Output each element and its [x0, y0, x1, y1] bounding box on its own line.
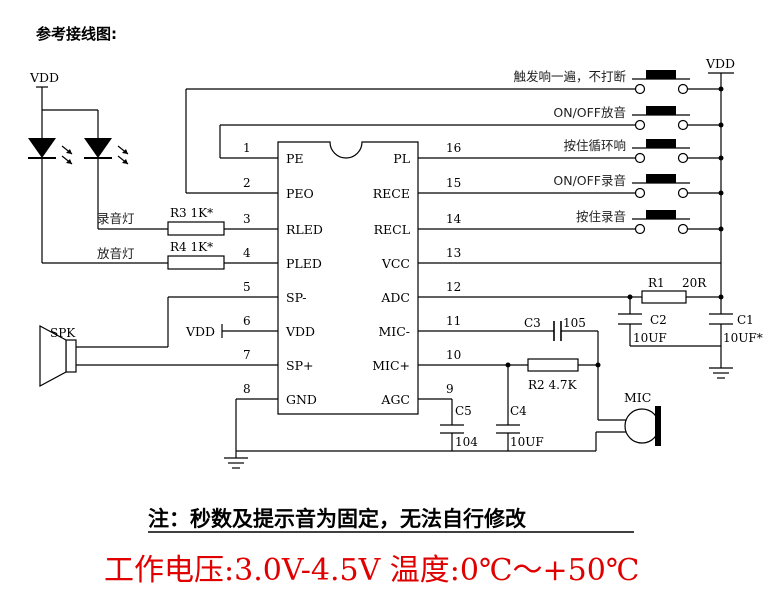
r1-value: 20R: [682, 276, 707, 290]
r4-resistor: R4 1K*: [42, 240, 278, 270]
c5-value: 104: [455, 435, 478, 449]
right-pin-wires: [418, 157, 721, 264]
c5-name: C5: [455, 404, 472, 418]
rec-led-label: 录音灯: [97, 211, 135, 226]
push-switch: 按住循环响: [563, 138, 724, 164]
vdd-right-rail: VDD: [705, 56, 735, 379]
left-pin-num: 5: [243, 280, 251, 294]
push-switch: 按住录音: [576, 209, 724, 235]
speaker-icon: SPK: [39, 324, 77, 388]
right-pin-name: MIC+: [372, 358, 410, 373]
left-pin-num: 6: [243, 314, 251, 328]
c1-value: 10UF*: [723, 331, 763, 345]
pin1-wire: [219, 124, 635, 159]
agc-wire: C5 104: [418, 398, 478, 451]
r4-label: R4 1K*: [170, 240, 213, 254]
r3-resistor: R3 1K*: [98, 206, 278, 236]
adc-network: R1 20R C2 10UF C1 10UF*: [418, 276, 763, 347]
c3-value: 105: [563, 316, 586, 330]
rec-led: [28, 110, 73, 263]
vdd-pin6-label: VDD: [185, 324, 215, 339]
c1-name: C1: [737, 313, 754, 327]
pin2-wire: [185, 88, 635, 194]
right-pin-num: 14: [446, 212, 462, 226]
play-led: [84, 110, 129, 229]
left-pin-num: 1: [243, 141, 251, 155]
push-switch: ON/OFF录音: [553, 173, 724, 199]
left-pin-name: PE: [286, 151, 304, 166]
right-pin-num: 13: [446, 246, 461, 260]
left-pin-name: PEO: [286, 186, 314, 201]
mic-plus-wire: R2 4.7K C4 10UF: [418, 358, 601, 451]
mic-icon: MIC: [595, 390, 661, 451]
ground-left: [224, 398, 596, 469]
left-pin-name: RLED: [286, 222, 323, 237]
push-switch: ON/OFF放音: [553, 105, 724, 131]
r2-label: R2 4.7K: [528, 378, 578, 392]
switch-label: ON/OFF录音: [553, 173, 626, 188]
play-led-label: 放音灯: [97, 246, 135, 261]
left-pin-name: VDD: [285, 324, 315, 339]
switch-label: ON/OFF放音: [553, 105, 626, 120]
right-pin-name: RECE: [373, 186, 410, 201]
right-pin-num: 15: [446, 176, 461, 190]
ic-chip: [277, 141, 419, 415]
left-pin-name: SP-: [286, 290, 307, 305]
push-switch: 触发响一遍，不打断: [513, 69, 724, 95]
switch-label: 按住录音: [576, 209, 626, 224]
right-pin-name: MIC-: [378, 324, 410, 339]
c2-name: C2: [650, 313, 667, 327]
mic-label: MIC: [624, 390, 651, 405]
switch-label: 按住循环响: [563, 138, 626, 153]
right-pin-num: 10: [446, 348, 461, 362]
right-pin-name: ADC: [380, 290, 410, 305]
mic-minus-wire: C3 105: [418, 316, 628, 421]
spec-line: 工作电压:3.0V-4.5V 温度:0℃～+50℃: [104, 553, 639, 588]
right-pin-name: AGC: [380, 392, 410, 407]
c2-value: 10UF: [633, 331, 667, 345]
r1-name: R1: [648, 276, 665, 290]
left-pin-num: 4: [243, 246, 251, 260]
c4-value: 10UF: [510, 435, 544, 449]
left-pin-name: GND: [286, 392, 317, 407]
c4-name: C4: [510, 404, 527, 418]
speaker-label: SPK: [50, 326, 76, 340]
left-pin-num: 8: [243, 382, 251, 396]
diagram-title: 参考接线图:: [36, 25, 117, 43]
c3-name: C3: [524, 316, 541, 330]
footer-note: 注：秒数及提示音为固定，无法自行修改: [148, 507, 527, 531]
left-pin-name: SP+: [286, 358, 313, 373]
right-pin-name: PL: [393, 151, 410, 166]
vdd-left-rail: VDD: [29, 70, 98, 111]
right-pin-num: 12: [446, 280, 461, 294]
vdd-left-label: VDD: [29, 70, 59, 85]
vdd-right-label: VDD: [705, 56, 735, 71]
right-pin-name: VCC: [381, 256, 410, 271]
right-pin-num: 11: [446, 314, 461, 328]
right-pin-num: 9: [446, 382, 454, 396]
right-pin-num: 16: [446, 141, 461, 155]
left-pin-num: 2: [243, 176, 251, 190]
r3-label: R3 1K*: [170, 206, 213, 220]
speaker-wiring: [76, 296, 278, 366]
switch-label: 触发响一遍，不打断: [513, 69, 626, 84]
right-pin-name: RECL: [374, 222, 410, 237]
pin6-vdd: VDD: [185, 324, 278, 339]
left-pin-num: 7: [243, 348, 251, 362]
left-pin-num: 3: [243, 212, 251, 226]
left-pin-name: PLED: [286, 256, 322, 271]
